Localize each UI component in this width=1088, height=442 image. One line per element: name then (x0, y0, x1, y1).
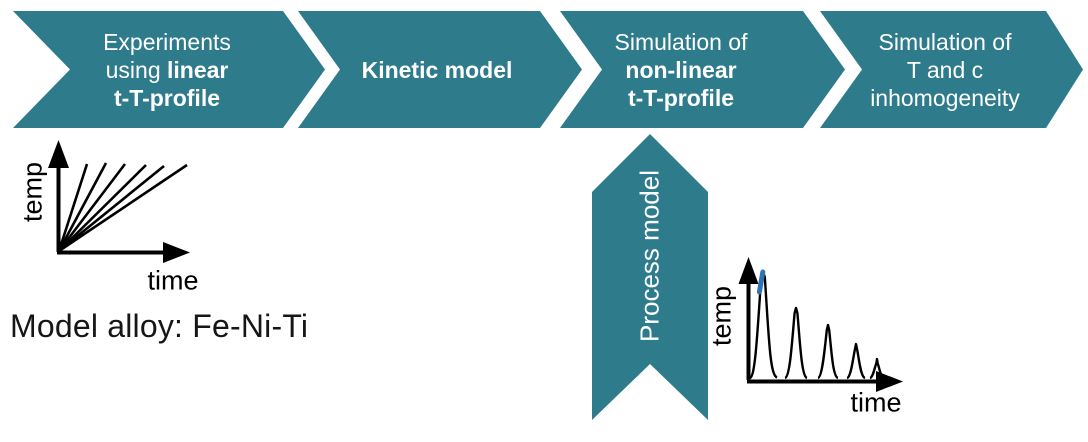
right-plot-ylabel: temp (706, 285, 737, 347)
pulse-1 (749, 270, 778, 380)
x-axis-arrow-icon (163, 242, 190, 263)
process-model-label: Process model (634, 170, 665, 342)
pulse-peak-highlight (756, 269, 766, 295)
chevron-step-1 (13, 11, 325, 128)
pulse-profile-plot (738, 257, 903, 392)
linear-ramps-plot (48, 140, 190, 263)
right-plot-xlabel: time (850, 387, 902, 418)
left-plot-ylabel: temp (17, 161, 48, 223)
left-plot-xlabel: time (147, 265, 199, 296)
pulse-3 (817, 323, 839, 380)
pulse-2 (784, 306, 808, 380)
model-alloy-caption: Model alloy: Fe-Ni-Ti (10, 308, 309, 344)
chevron-step-3 (560, 11, 845, 128)
pulse-5 (869, 357, 885, 380)
pulse-4 (846, 342, 866, 380)
temperature-pulses (749, 270, 885, 380)
chevron-step-4 (820, 11, 1083, 128)
heating-ramp-lines (57, 162, 188, 253)
process-model-banner (592, 134, 708, 420)
y-axis-arrow-icon (48, 140, 69, 168)
y-axis-arrow-icon (738, 257, 759, 284)
chevron-step-2 (298, 11, 582, 128)
